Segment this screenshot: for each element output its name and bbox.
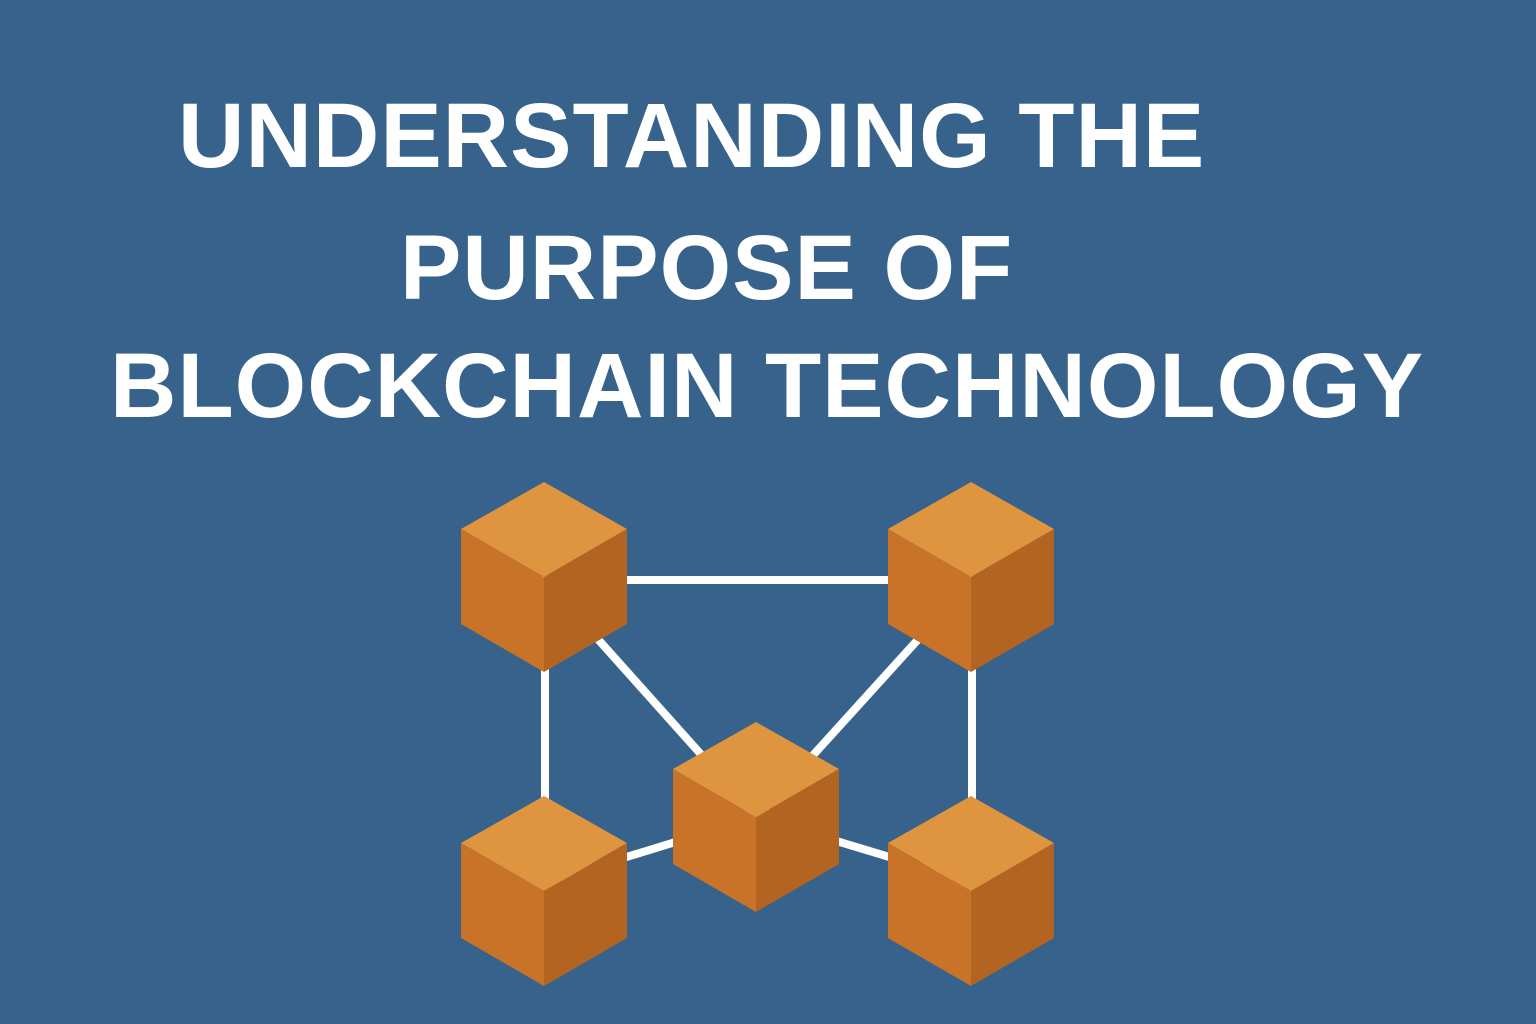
block-left-face — [461, 529, 544, 672]
block-left-face — [888, 529, 971, 672]
block-top-face — [461, 482, 627, 577]
block-cube-top-right — [888, 482, 1054, 672]
block-cube-top-left — [461, 482, 627, 672]
block-right-face — [971, 843, 1054, 986]
block-top-face — [673, 722, 839, 817]
block-top-face — [888, 482, 1054, 577]
headline-line-3: BLOCKCHAIN TECHNOLOGY — [110, 335, 1425, 437]
headline-line-1: UNDERSTANDING THE — [178, 85, 1206, 187]
block-top-face — [461, 796, 627, 891]
block-right-face — [971, 529, 1054, 672]
block-left-face — [461, 843, 544, 986]
block-left-face — [673, 769, 756, 912]
block-left-face — [888, 843, 971, 986]
block-right-face — [544, 529, 627, 672]
block-cube-bottom-left — [461, 796, 627, 986]
block-cube-bottom-right — [888, 796, 1054, 986]
block-top-face — [888, 796, 1054, 891]
headline: UNDERSTANDING THE PURPOSE OF BLOCKCHAIN … — [0, 0, 1536, 460]
headline-line-2: PURPOSE OF — [400, 217, 1014, 319]
block-right-face — [756, 769, 839, 912]
block-cube-center — [673, 722, 839, 912]
block-right-face — [544, 843, 627, 986]
